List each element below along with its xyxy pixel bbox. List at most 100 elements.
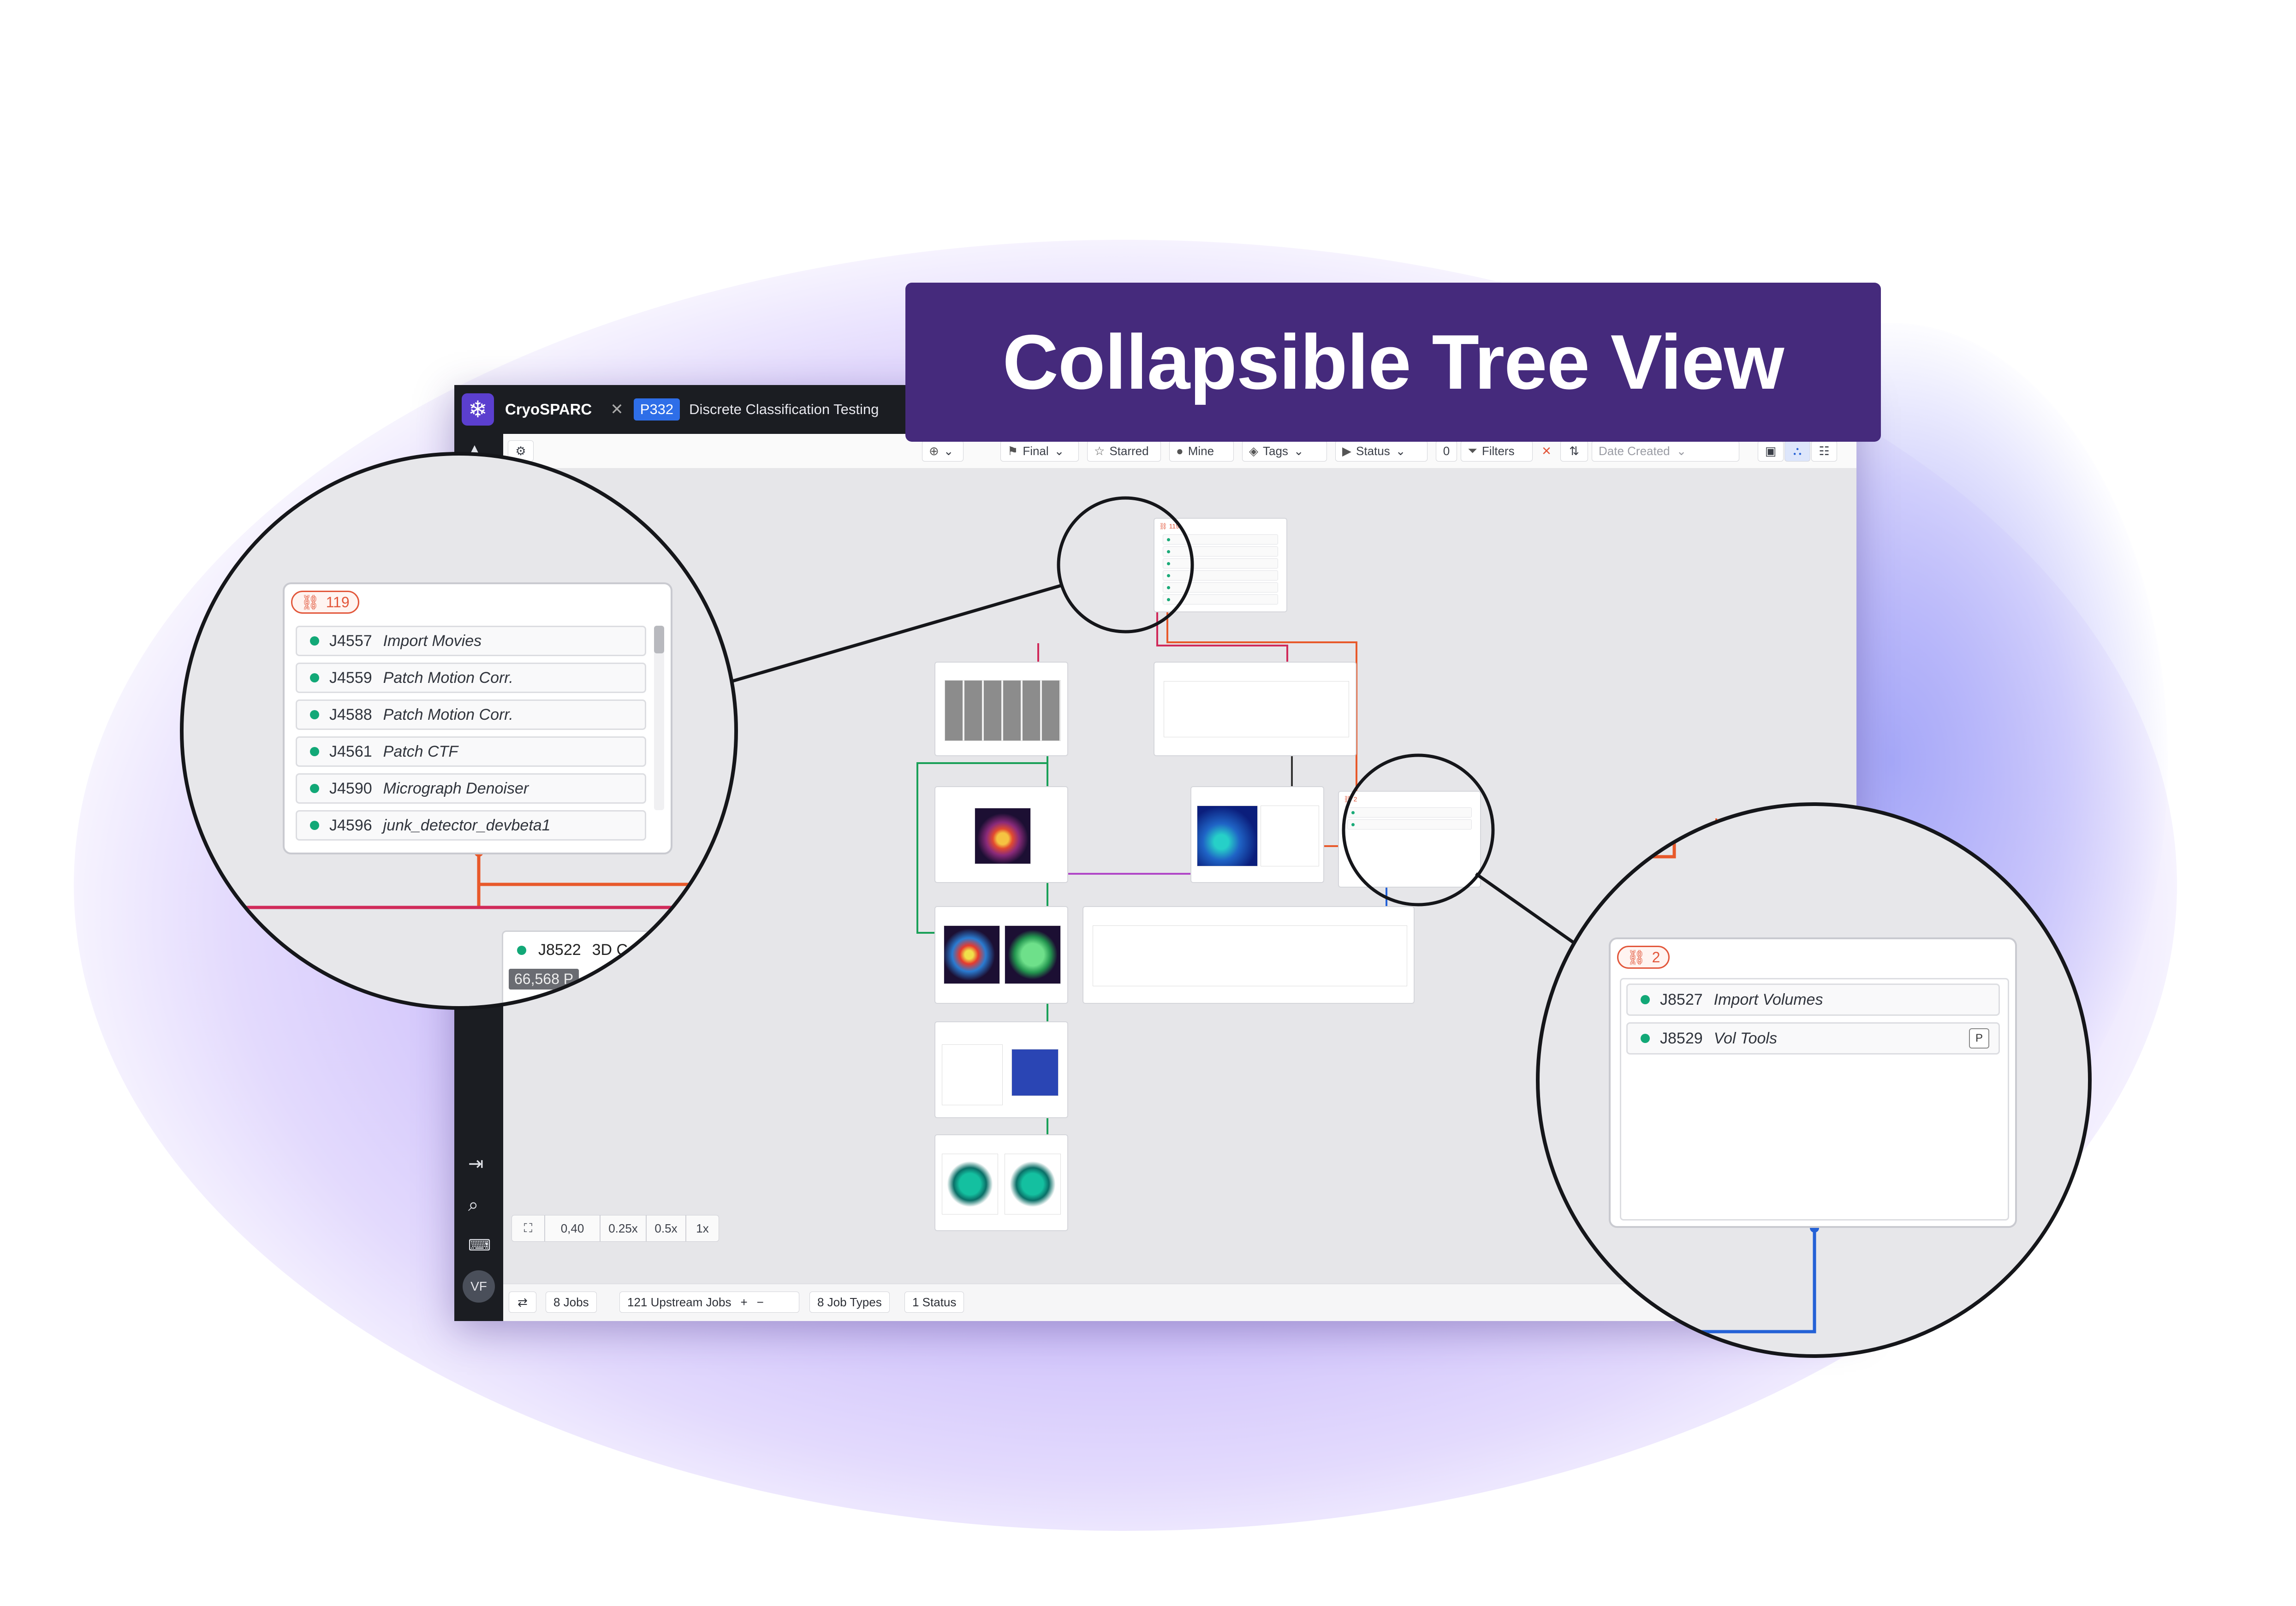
chevron-down-icon: ⌄ xyxy=(1395,444,1406,458)
status-dot xyxy=(1167,550,1170,553)
filters-label: Filters xyxy=(1481,444,1515,458)
volume-thumbnail xyxy=(975,808,1031,864)
job-id: J4590 xyxy=(329,779,372,797)
keyboard-icon[interactable]: ⌨ xyxy=(468,1237,491,1254)
collapsed-node-2[interactable]: ⛓ 2 xyxy=(1338,791,1481,888)
project-tab[interactable]: ✕ P332 Discrete Classification Testing xyxy=(610,398,879,421)
map-thumbnail xyxy=(1197,806,1258,866)
list-item[interactable] xyxy=(1163,582,1278,593)
map-thumbnail xyxy=(1011,1049,1059,1096)
job-node-partial[interactable]: J8522 3D C 66,568 P xyxy=(502,930,734,1006)
zoom-025x-button[interactable]: 0.25x xyxy=(600,1215,646,1242)
status-dot xyxy=(1641,995,1650,1004)
job-node[interactable] xyxy=(1083,906,1415,1004)
micrograph-thumbnail xyxy=(945,680,1061,741)
zoom-05x-button[interactable]: 0.5x xyxy=(646,1215,686,1242)
job-name: Vol Tools xyxy=(1713,1029,1777,1047)
status-dot xyxy=(310,710,319,719)
mine-label: Mine xyxy=(1188,444,1214,458)
collapsed-count: 119 xyxy=(326,593,350,610)
job-node[interactable] xyxy=(934,1021,1068,1118)
status-dot xyxy=(517,945,526,955)
collapse-upstream-button[interactable]: − xyxy=(756,1295,764,1309)
expand-icon[interactable]: ⛶ xyxy=(512,1215,545,1242)
job-node[interactable] xyxy=(1154,662,1356,756)
list-item[interactable] xyxy=(1347,819,1472,830)
filters-button[interactable]: ⏷Filters xyxy=(1461,440,1533,462)
list-item[interactable] xyxy=(1347,807,1472,818)
flag-icon: ⚑ xyxy=(1007,444,1018,458)
expand-upstream-button[interactable]: + xyxy=(740,1295,748,1309)
clear-filters-icon[interactable]: ✕ xyxy=(1541,444,1552,458)
status-dot xyxy=(1167,598,1170,601)
feature-banner: Collapsible Tree View xyxy=(905,283,1881,442)
target-dropdown[interactable]: ⊕⌄ xyxy=(922,440,964,462)
swap-icon[interactable]: ⇄ xyxy=(509,1292,536,1313)
scrollbar-thumb[interactable] xyxy=(654,626,664,653)
mine-filter-button[interactable]: ●Mine xyxy=(1169,440,1234,462)
list-scrollbar[interactable] xyxy=(654,626,664,810)
avatar[interactable]: VF xyxy=(463,1270,495,1303)
tags-filter-button[interactable]: ◈Tags⌄ xyxy=(1242,440,1327,462)
collapsed-count-badge[interactable]: ⛓2 xyxy=(1617,946,1670,969)
banner-title: Collapsible Tree View xyxy=(1002,319,1784,405)
upstream-jobs-button[interactable]: 121 Upstream Jobs + − xyxy=(619,1292,799,1313)
job-node[interactable] xyxy=(934,786,1068,883)
list-item[interactable] xyxy=(1163,534,1278,545)
unlink-icon: ⛓ xyxy=(1627,949,1646,966)
job-id: J8522 xyxy=(538,941,581,959)
job-id: J4596 xyxy=(329,816,372,834)
status-label: Status xyxy=(1356,444,1390,458)
tag-icon: ◈ xyxy=(1249,444,1258,458)
job-types-button[interactable]: 8 Job Types xyxy=(809,1292,890,1313)
list-item[interactable] xyxy=(1163,594,1278,604)
scatter-thumbnail xyxy=(942,1044,1003,1105)
upstream-jobs-label: 121 Upstream Jobs xyxy=(627,1295,732,1309)
jobs-count-button[interactable]: 8 Jobs xyxy=(546,1292,597,1313)
search-icon[interactable]: ⌕ xyxy=(468,1195,479,1215)
exit-icon[interactable]: ⇥ xyxy=(468,1154,484,1174)
status-dot xyxy=(310,673,319,682)
class-thumbnails xyxy=(1164,681,1349,737)
collapsed-count-badge[interactable]: ⛓119 xyxy=(291,591,359,614)
job-node[interactable] xyxy=(1190,786,1324,883)
status-dot xyxy=(310,747,319,756)
close-icon[interactable]: ✕ xyxy=(610,401,624,418)
crosshair-icon: ⊕ xyxy=(929,444,939,458)
collapsed-count: 2 xyxy=(1353,795,1357,803)
job-name: Patch CTF xyxy=(383,742,458,760)
job-id: J4557 xyxy=(329,632,372,650)
zoom-1x-button[interactable]: 1x xyxy=(686,1215,719,1242)
status-count-button[interactable]: 1 Status xyxy=(904,1292,964,1313)
sort-order-icon[interactable]: ⇅ xyxy=(1560,440,1588,462)
chevron-down-icon: ⌄ xyxy=(1054,444,1065,458)
status-dot xyxy=(1351,823,1355,826)
sort-dropdown[interactable]: Date Created⌄ xyxy=(1592,440,1739,462)
chevron-down-icon: ⌄ xyxy=(1676,444,1687,458)
tags-label: Tags xyxy=(1263,444,1288,458)
list-item[interactable]: J4557 Import Movies xyxy=(296,626,646,656)
job-name: Import Movies xyxy=(383,632,482,650)
job-node[interactable] xyxy=(934,906,1068,1004)
job-node[interactable] xyxy=(934,1134,1068,1231)
job-node[interactable] xyxy=(934,662,1068,756)
job-list xyxy=(1620,978,2009,1221)
table-view-icon[interactable]: ☷ xyxy=(1811,440,1837,462)
final-filter-button[interactable]: ⚑Final⌄ xyxy=(1000,440,1079,462)
callout-line-right xyxy=(1475,872,1579,947)
pinned-badge[interactable]: P xyxy=(1969,1028,1989,1049)
snowflake-icon[interactable]: ❄ xyxy=(462,393,494,426)
tree-view-icon[interactable]: ⛬ xyxy=(1784,440,1810,462)
zoom-level[interactable]: 0,40 xyxy=(545,1215,600,1242)
